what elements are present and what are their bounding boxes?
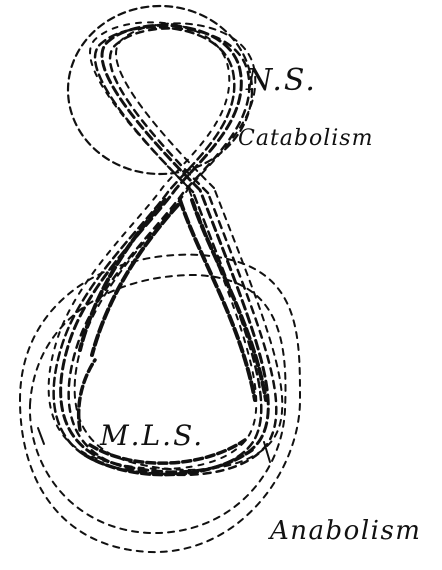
label-mls: M.L.S. xyxy=(100,422,204,450)
label-anabolism: Anabolism xyxy=(270,518,421,544)
hatched-band xyxy=(80,200,266,400)
label-catabolism: Catabolism xyxy=(238,128,373,150)
label-ns: N.S. xyxy=(246,66,317,96)
mls-core-hatching xyxy=(79,360,252,475)
